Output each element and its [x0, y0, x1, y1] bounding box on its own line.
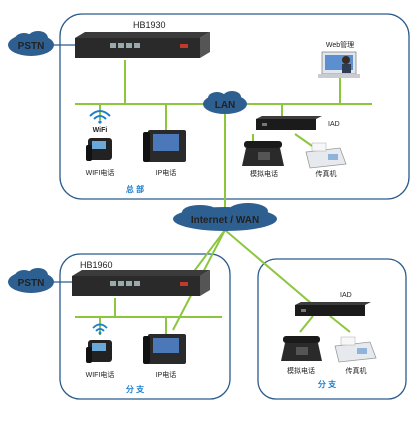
branch1-ip-phone-label: IP电话: [156, 370, 177, 379]
hb1930-gateway-icon: [75, 32, 210, 58]
lan-cloud: LAN: [203, 91, 247, 114]
branch2-frame: [257, 258, 407, 400]
internet-wan-cloud: Internet / WAN: [173, 203, 277, 231]
hb1930-label: HB1930: [133, 20, 166, 30]
hq-ip-phone-label: IP电话: [156, 168, 177, 177]
hq-frame: [59, 13, 410, 200]
wifi-icon: [92, 323, 108, 335]
hb1960-label: HB1960: [80, 260, 113, 270]
pstn-cloud-hq: PSTN: [8, 31, 54, 56]
branch1-frame: [59, 253, 231, 400]
wifi-icon: [89, 110, 111, 124]
internet-wan-label: Internet / WAN: [191, 215, 259, 226]
branch1-wifi-phone-label: WIFI电话: [86, 370, 115, 379]
pstn-label: PSTN: [18, 41, 45, 52]
web-admin-label: Web管理: [326, 40, 354, 49]
hq-iad-label: IAD: [328, 121, 340, 128]
hq-analog-phone-label: 模拟电话: [250, 169, 278, 178]
pstn-links: [50, 44, 75, 283]
hq-fax-label: 传真机: [316, 169, 337, 178]
hq-section-label: 总 部: [126, 184, 144, 194]
wifi-badge-label: WiFi: [93, 127, 108, 134]
hq-iad-icon: [256, 116, 322, 130]
fax-icon: [334, 336, 377, 363]
branch1-section-label: 分 支: [126, 384, 145, 394]
hq-wifi-phone-label: WIFI电话: [86, 168, 115, 177]
branch2-iad-label: IAD: [340, 292, 352, 299]
ip-phone-icon: [143, 334, 186, 364]
lan-label: LAN: [215, 100, 236, 111]
branch2-iad-icon: [295, 302, 371, 316]
fax-icon: [305, 142, 347, 169]
pstn-cloud-branch: PSTN: [8, 268, 54, 293]
wifi-phone-icon: [86, 138, 112, 161]
ip-phone-icon: [143, 130, 186, 162]
wifi-phone-icon: [86, 340, 112, 363]
hb1960-gateway-icon: [72, 270, 210, 296]
pstn-label: PSTN: [18, 278, 45, 289]
analog-phone-icon: [242, 141, 284, 166]
analog-phone-icon: [281, 336, 322, 361]
web-admin-pc-icon: [318, 51, 360, 78]
branch2-fax-label: 传真机: [346, 366, 367, 375]
branch2-analog-phone-label: 模拟电话: [287, 366, 315, 375]
branch2-section-label: 分 支: [318, 379, 337, 389]
